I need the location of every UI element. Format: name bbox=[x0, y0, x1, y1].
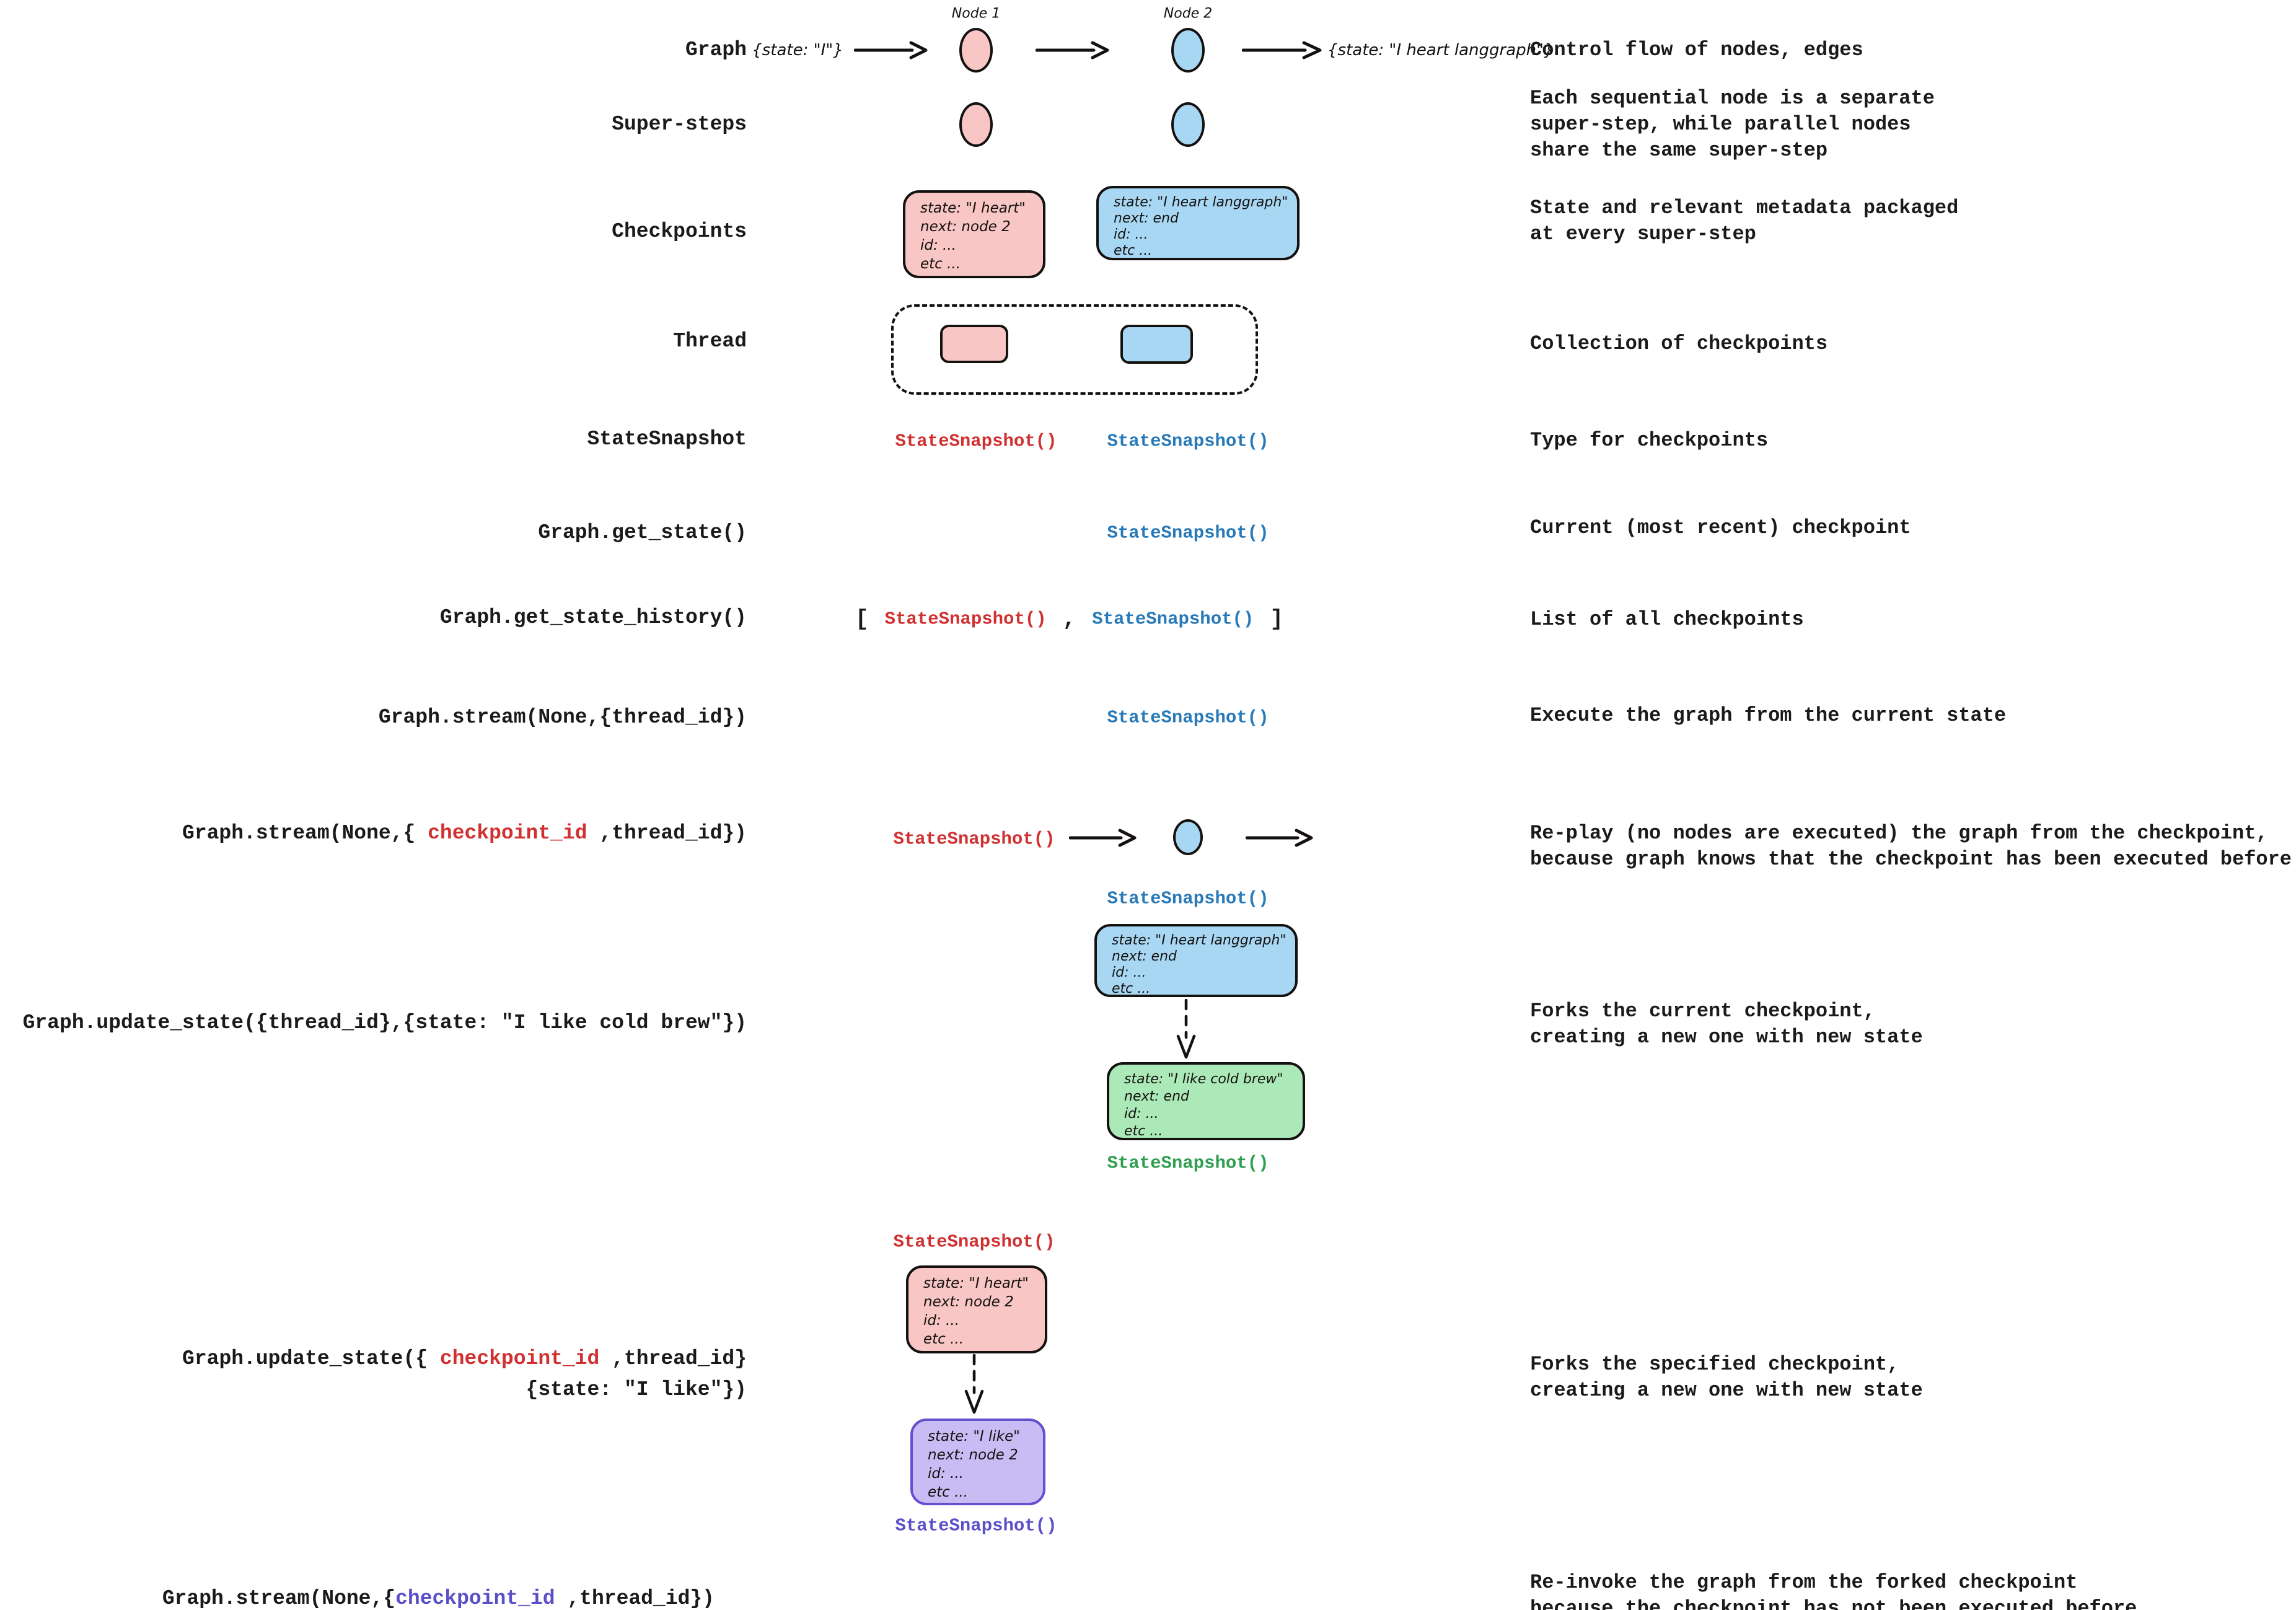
replay-node-2-circle bbox=[1173, 819, 1203, 855]
fork-source-snapshot-blue: StateSnapshot() bbox=[1107, 888, 1269, 909]
card-line: state: "I heart langgraph" bbox=[1114, 195, 1288, 210]
card-line: state: "I like" bbox=[928, 1428, 1020, 1445]
card-line: etc ... bbox=[1114, 243, 1153, 258]
row-label-super-steps: Super-steps bbox=[612, 113, 747, 136]
card-line: next: node 2 bbox=[920, 219, 1011, 235]
row-label-thread: Thread bbox=[673, 330, 747, 353]
row-label-checkpoints: Checkpoints bbox=[612, 220, 747, 243]
fork-source-card-pink: state: "I heart" next: node 2 id: ... et… bbox=[906, 1265, 1047, 1353]
card-line: id: ... bbox=[1112, 965, 1146, 980]
desc-stream-forked: Re-invoke the graph from the forked chec… bbox=[1530, 1571, 2137, 1610]
desc-thread: Collection of checkpoints bbox=[1530, 332, 1828, 355]
bracket-open: [ bbox=[855, 606, 869, 632]
card-line: etc ... bbox=[1112, 981, 1151, 996]
card-line: etc ... bbox=[923, 1331, 964, 1347]
fork-source-card-blue: state: "I heart langgraph" next: end id:… bbox=[1094, 924, 1298, 997]
arrow-right-icon bbox=[854, 41, 928, 59]
thread-checkpoint-pink bbox=[940, 325, 1008, 363]
state-history-list: [ StateSnapshot() , StateSnapshot() ] bbox=[855, 607, 1283, 632]
card-line: next: end bbox=[1112, 949, 1177, 964]
stream-snapshot-blue: StateSnapshot() bbox=[1107, 707, 1269, 728]
row-label-stream-checkpoint: Graph.stream(None,{ checkpoint_id ,threa… bbox=[182, 818, 747, 849]
dashed-arrow-down-icon bbox=[964, 1354, 984, 1414]
checkpoint-id-arg-red: checkpoint_id bbox=[428, 822, 587, 845]
card-line: next: node 2 bbox=[923, 1294, 1014, 1310]
fork-result-card-green: state: "I like cold brew" next: end id: … bbox=[1107, 1062, 1305, 1140]
desc-update-state-thread: Forks the current checkpoint, creating a… bbox=[1530, 1000, 1923, 1049]
thread-dashed-box bbox=[891, 304, 1258, 395]
desc-super-steps: Each sequential node is a separate super… bbox=[1530, 87, 1935, 162]
card-line: state: "I heart langgraph" bbox=[1112, 933, 1287, 948]
checkpoint-card-blue: state: "I heart langgraph" next: end id:… bbox=[1096, 186, 1300, 260]
label-part: ,thread_id} bbox=[599, 1347, 747, 1370]
card-line: etc ... bbox=[920, 256, 961, 272]
desc-update-state-checkpoint: Forks the specified checkpoint, creating… bbox=[1530, 1353, 1923, 1402]
label-part: ,thread_id}) bbox=[587, 822, 747, 845]
fork-result-snapshot-green: StateSnapshot() bbox=[1107, 1153, 1269, 1174]
super-step-node-1 bbox=[959, 102, 993, 147]
card-line: id: ... bbox=[928, 1466, 964, 1482]
graph-input-state: {state: "I"} bbox=[752, 41, 843, 59]
row-label-graph: Graph bbox=[685, 38, 747, 61]
desc-graph: Control flow of nodes, edges bbox=[1530, 38, 1863, 61]
arrow-right-icon bbox=[1036, 41, 1109, 59]
node-2-circle bbox=[1171, 28, 1205, 73]
card-line: id: ... bbox=[1124, 1106, 1159, 1122]
card-line: next: end bbox=[1124, 1089, 1189, 1104]
arrow-right-icon bbox=[1246, 829, 1313, 847]
arrow-right-icon bbox=[1242, 41, 1322, 59]
fork-source-snapshot-red: StateSnapshot() bbox=[893, 1231, 1055, 1252]
label-part: ,thread_id}) bbox=[555, 1587, 715, 1610]
card-line: id: ... bbox=[1114, 227, 1148, 242]
desc-get-state: Current (most recent) checkpoint bbox=[1530, 516, 1911, 539]
state-snapshot-red: StateSnapshot() bbox=[895, 431, 1057, 452]
node1-label: Node 1 bbox=[951, 6, 1001, 22]
checkpoint-id-arg-red: checkpoint_id bbox=[439, 1347, 600, 1370]
card-line: state: "I heart" bbox=[923, 1275, 1029, 1291]
desc-get-state-history: List of all checkpoints bbox=[1530, 608, 1804, 631]
row-label-update-state-checkpoint: Graph.update_state({ checkpoint_id ,thre… bbox=[182, 1344, 747, 1405]
desc-stream-checkpoint: Re-play (no nodes are executed) the grap… bbox=[1530, 822, 2292, 871]
super-step-node-2 bbox=[1171, 102, 1205, 147]
history-snapshot-red: StateSnapshot() bbox=[884, 609, 1047, 630]
card-line: next: node 2 bbox=[928, 1447, 1018, 1463]
card-line: id: ... bbox=[920, 237, 956, 253]
checkpoint-card-pink: state: "I heart" next: node 2 id: ... et… bbox=[903, 190, 1045, 278]
comma: , bbox=[1062, 606, 1076, 632]
node2-label: Node 2 bbox=[1163, 6, 1213, 22]
card-line: etc ... bbox=[928, 1484, 969, 1500]
label-part: Graph.update_state({ bbox=[182, 1347, 440, 1370]
bracket-close: ] bbox=[1270, 606, 1283, 632]
label-part: {state: "I like"}) bbox=[526, 1378, 747, 1401]
get-state-snapshot-blue: StateSnapshot() bbox=[1107, 522, 1269, 543]
card-line: etc ... bbox=[1124, 1124, 1163, 1139]
row-label-stream-thread: Graph.stream(None,{thread_id}) bbox=[378, 706, 747, 729]
desc-stream-thread: Execute the graph from the current state bbox=[1530, 704, 2007, 727]
desc-state-snapshot: Type for checkpoints bbox=[1530, 429, 1769, 452]
row-label-state-snapshot: StateSnapshot bbox=[587, 428, 747, 451]
fork-result-snapshot-purple: StateSnapshot() bbox=[895, 1515, 1057, 1536]
label-part: Graph.stream(None,{ bbox=[162, 1587, 396, 1610]
dashed-arrow-down-icon bbox=[1176, 999, 1196, 1059]
card-line: id: ... bbox=[923, 1313, 959, 1329]
state-snapshot-blue: StateSnapshot() bbox=[1107, 431, 1269, 452]
checkpoint-id-arg-purple: checkpoint_id bbox=[395, 1587, 555, 1610]
desc-checkpoints: State and relevant metadata packaged at … bbox=[1530, 196, 1959, 245]
label-part: Graph.stream(None,{ bbox=[182, 822, 428, 845]
card-line: state: "I like cold brew" bbox=[1124, 1071, 1283, 1087]
replay-snapshot-red: StateSnapshot() bbox=[893, 829, 1055, 850]
row-label-update-state-thread: Graph.update_state({thread_id},{state: "… bbox=[22, 1011, 747, 1034]
row-label-get-state: Graph.get_state() bbox=[538, 521, 747, 544]
row-label-get-state-history: Graph.get_state_history() bbox=[439, 606, 747, 629]
fork-result-card-purple: state: "I like" next: node 2 id: ... etc… bbox=[910, 1419, 1045, 1505]
arrow-right-icon bbox=[1069, 829, 1137, 847]
card-line: state: "I heart" bbox=[920, 200, 1026, 216]
row-label-stream-forked: Graph.stream(None,{checkpoint_id ,thread… bbox=[162, 1583, 715, 1610]
history-snapshot-blue: StateSnapshot() bbox=[1092, 609, 1254, 630]
graph-output-state: {state: "I heart langgraph"} bbox=[1327, 41, 1554, 59]
card-line: next: end bbox=[1114, 211, 1179, 226]
node-1-circle bbox=[959, 28, 993, 73]
thread-checkpoint-blue bbox=[1120, 325, 1193, 364]
